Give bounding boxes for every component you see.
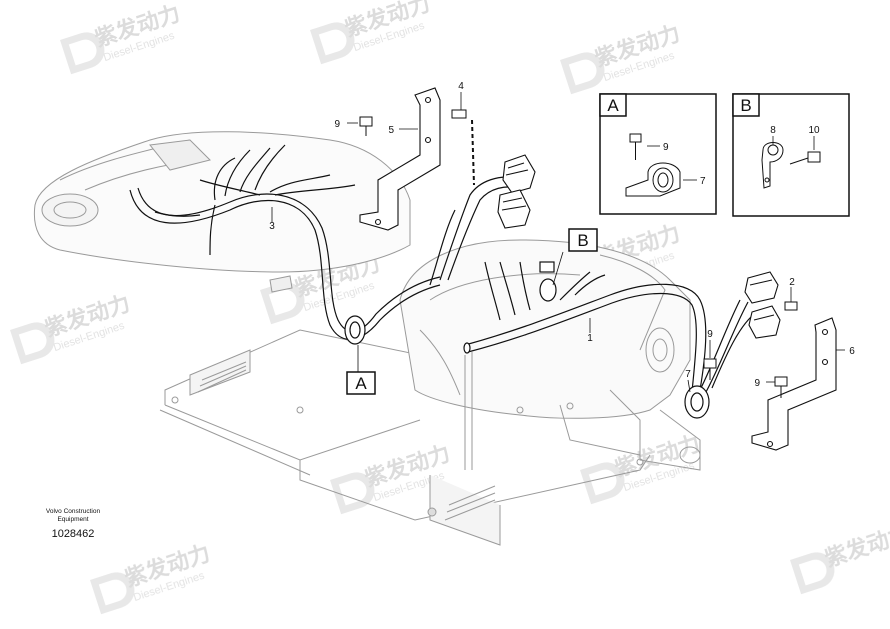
clip-item-4 bbox=[451, 109, 475, 186]
watermark-logo: 紫发动力 bbox=[790, 520, 890, 595]
company-name: Volvo Construction Equipment bbox=[18, 508, 128, 523]
engine-outline bbox=[33, 131, 701, 546]
screw-item-9-right-lower bbox=[774, 376, 788, 398]
detail-a-callout-9: 9 bbox=[663, 142, 669, 153]
detail-a-callout-7: 7 bbox=[700, 176, 706, 187]
wiring-harness-3 bbox=[129, 144, 441, 345]
callout-2: 2 bbox=[789, 277, 795, 288]
section-marker-a: A bbox=[346, 371, 376, 395]
callout-7: 7 bbox=[685, 369, 691, 380]
watermark-logo: 紫发动力 Diesel-Engines bbox=[10, 290, 133, 365]
section-marker-a-label: A bbox=[355, 374, 367, 393]
detail-view-b-title: B bbox=[740, 96, 751, 115]
screw-item-9-right-upper bbox=[703, 358, 717, 380]
watermark-logo: 紫发动力 Diesel-Engines bbox=[560, 20, 683, 95]
callout-leaders bbox=[271, 92, 845, 393]
detail-a-screw bbox=[629, 133, 642, 160]
screw-item-9-top bbox=[359, 116, 373, 136]
callout-6: 6 bbox=[849, 346, 855, 357]
callout-3: 3 bbox=[269, 221, 275, 232]
company-line-1: Volvo Construction bbox=[45, 508, 101, 515]
detail-b-callout-8: 8 bbox=[770, 125, 776, 136]
callout-1: 1 bbox=[587, 333, 593, 344]
watermark-brand-text: 紫发动力 bbox=[822, 520, 890, 572]
detail-view-b: B 8 10 bbox=[732, 93, 850, 217]
company-line-2: Equipment bbox=[57, 515, 89, 523]
section-marker-b: B bbox=[568, 228, 598, 252]
callout-4: 4 bbox=[458, 81, 464, 92]
detail-b-clip bbox=[761, 142, 784, 189]
callout-9-right-upper: 9 bbox=[707, 329, 713, 340]
detail-b-callout-10: 10 bbox=[808, 125, 820, 136]
wiring-harness-1 bbox=[429, 176, 761, 419]
watermark-logo: 紫发动力 Diesel-Engines bbox=[310, 0, 433, 65]
footer-block: Volvo Construction Equipment 1028462 bbox=[18, 508, 128, 540]
harness-connectors bbox=[497, 154, 781, 339]
detail-b-screw bbox=[789, 151, 821, 165]
part-number: 1028462 bbox=[51, 528, 95, 540]
watermark-logo: 紫发动力 Diesel-Engines bbox=[60, 0, 183, 75]
detail-view-a-title: A bbox=[607, 96, 619, 115]
callout-5: 5 bbox=[388, 125, 394, 136]
detail-a-clamp bbox=[625, 162, 681, 197]
section-marker-b-label: B bbox=[577, 231, 588, 250]
callout-9: 9 bbox=[334, 119, 340, 130]
bracket-5 bbox=[359, 87, 441, 231]
detail-view-a: A 9 7 bbox=[599, 93, 717, 215]
bracket-6 bbox=[751, 317, 837, 451]
callout-9-right-lower: 9 bbox=[754, 378, 760, 389]
clip-item-2 bbox=[784, 301, 798, 311]
watermark-logo: 紫发动力 Diesel-Engines bbox=[90, 540, 213, 615]
